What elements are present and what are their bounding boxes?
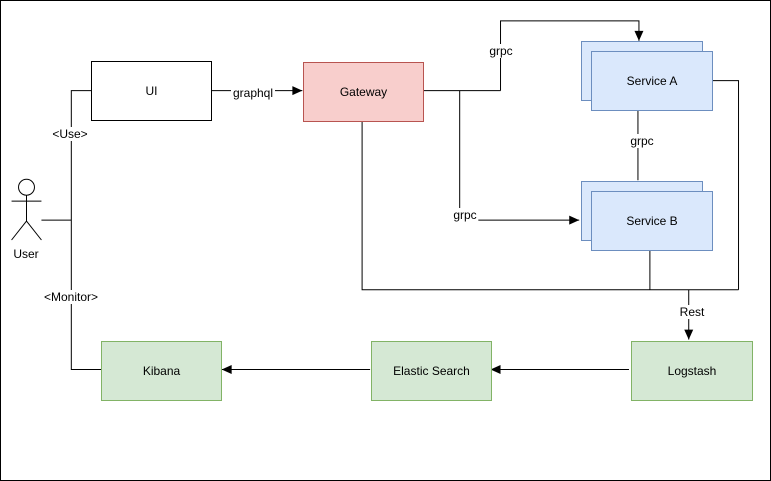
node-elastic-search-label: Elastic Search bbox=[393, 364, 470, 378]
node-gateway-label: Gateway bbox=[339, 85, 388, 99]
node-service-b-label: Service B bbox=[626, 214, 678, 228]
node-kibana-label: Kibana bbox=[142, 364, 181, 378]
edge-label-monitor: <Monitor> bbox=[41, 290, 101, 304]
node-service-a: Service A bbox=[591, 51, 713, 111]
edge-label-graphql: graphql bbox=[230, 86, 276, 100]
edge-user-ui-kibana bbox=[70, 90, 102, 370]
edge-label-grpc-service-a-service-b: grpc bbox=[628, 134, 656, 148]
user-actor-label: User bbox=[13, 247, 39, 261]
node-kibana: Kibana bbox=[101, 341, 222, 401]
edge-gateway-bus bbox=[361, 121, 739, 291]
edge-label-rest: Rest bbox=[677, 305, 707, 319]
node-service-b: Service B bbox=[591, 191, 713, 251]
node-logstash: Logstash bbox=[631, 341, 753, 401]
node-service-a-label: Service A bbox=[626, 74, 678, 88]
node-elastic-search: Elastic Search bbox=[371, 341, 492, 401]
node-ui-label: UI bbox=[145, 84, 158, 98]
edge-gateway-service-b bbox=[459, 90, 580, 225]
edge-label-grpc-gateway-service-a: grpc bbox=[487, 44, 515, 58]
node-ui: UI bbox=[91, 61, 212, 121]
edge-service-a-bus bbox=[710, 80, 740, 290]
user-actor-icon bbox=[11, 178, 42, 241]
edge-label-grpc-gateway-service-b: grpc bbox=[451, 208, 479, 222]
edge-label-use: <Use> bbox=[50, 127, 90, 141]
node-gateway: Gateway bbox=[303, 62, 424, 122]
node-logstash-label: Logstash bbox=[667, 364, 717, 378]
